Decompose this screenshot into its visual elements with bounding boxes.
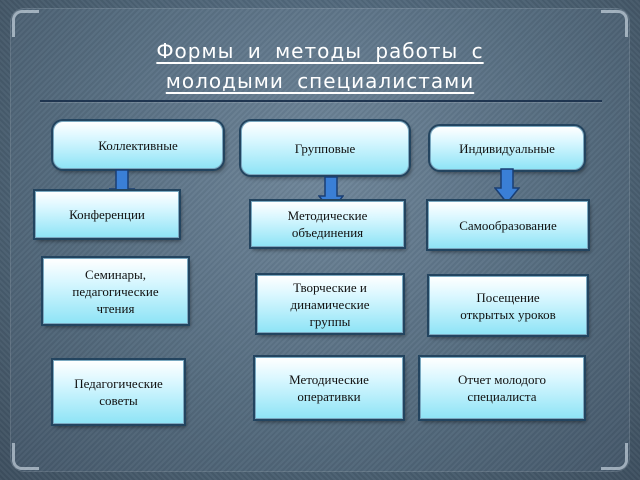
item-open-lessons-label: Посещение открытых уроков <box>460 289 556 322</box>
item-creative-groups-label: Творческие и динамические группы <box>290 279 370 329</box>
header-collective-label: Коллективные <box>98 137 178 153</box>
corner-ornament <box>12 443 39 470</box>
item-creative-groups: Творческие и динамические группы <box>257 275 403 333</box>
header-individual: Индивидуальные <box>430 126 584 170</box>
item-method-associations: Методические объединения <box>251 201 404 247</box>
item-method-briefings-label: Методические оперативки <box>289 372 369 404</box>
header-group-label: Групповые <box>294 140 356 156</box>
item-conferences-label: Конференции <box>69 207 145 222</box>
item-method-briefings: Методические оперативки <box>255 357 403 419</box>
item-councils: Педагогические советы <box>53 360 184 424</box>
corner-ornament <box>601 443 628 470</box>
slide-title-line-1: Формы и методы работы с <box>156 39 484 63</box>
item-seminars: Семинары, педагогические чтения <box>43 258 188 324</box>
slide-title: Формы и методы работы с молодыми специал… <box>60 36 580 96</box>
item-conferences: Конференции <box>35 191 179 238</box>
item-councils-label: Педагогические советы <box>74 376 163 408</box>
item-open-lessons: Посещение открытых уроков <box>429 276 587 335</box>
corner-ornament <box>12 10 39 37</box>
slide-title-line-2: молодыми специалистами <box>165 69 475 93</box>
header-group: Групповые <box>241 121 409 175</box>
item-method-associations-label: Методические объединения <box>287 208 368 240</box>
item-self-education: Самообразование <box>428 201 588 249</box>
item-report: Отчет молодого специалиста <box>420 357 584 419</box>
corner-ornament <box>601 10 628 37</box>
item-self-education-label: Самообразование <box>459 217 557 233</box>
down-arrow-icon <box>494 168 520 204</box>
item-seminars-label: Семинары, педагогические чтения <box>72 266 159 316</box>
header-individual-label: Индивидуальные <box>459 140 555 156</box>
header-collective: Коллективные <box>53 121 223 169</box>
item-report-label: Отчет молодого специалиста <box>457 372 547 404</box>
title-divider <box>40 100 602 102</box>
